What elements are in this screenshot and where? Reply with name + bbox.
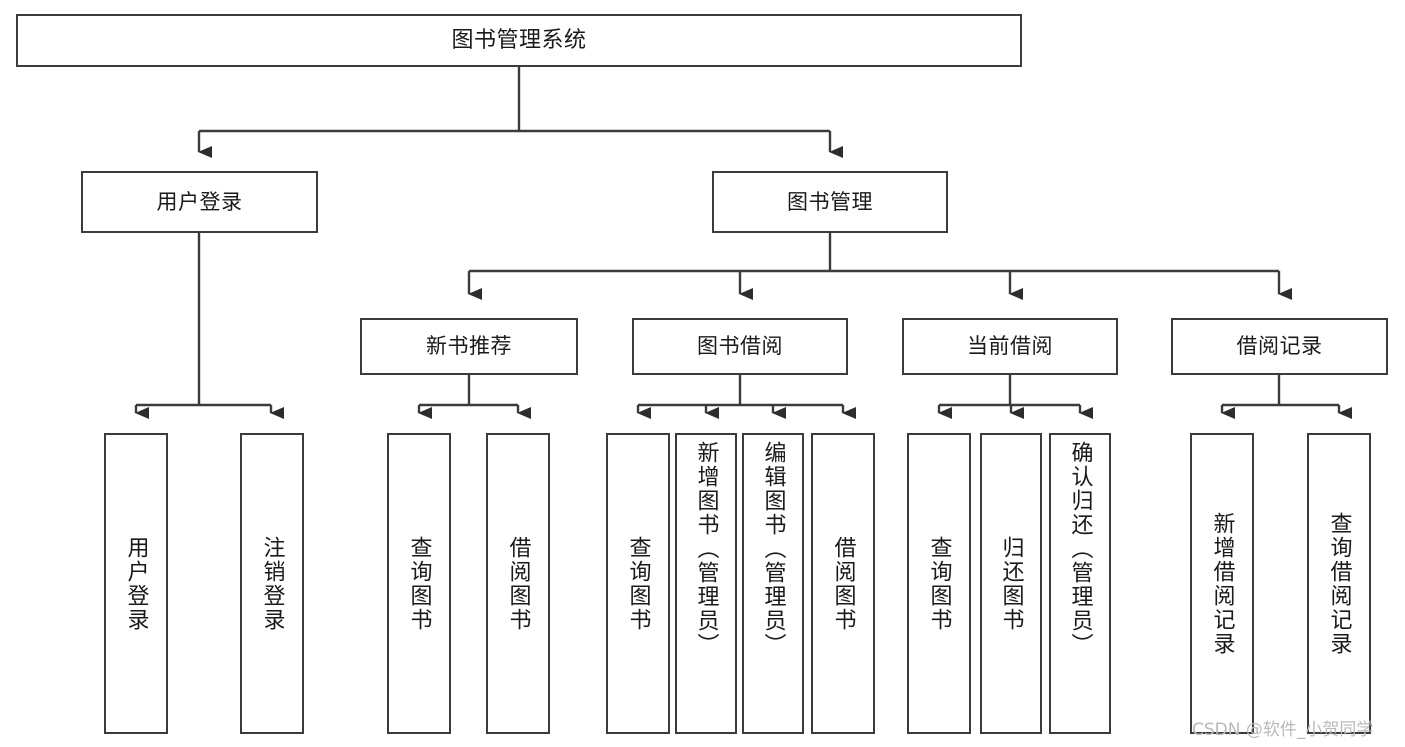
leaf-book-borrow-0-label: 查询图书 xyxy=(625,535,651,632)
leaf-current-borrow-1-label: 归还图书 xyxy=(998,535,1024,632)
leaf-new-book-1-label: 借阅图书 xyxy=(505,535,531,632)
node-root[interactable]: 图书管理系统 xyxy=(16,14,1022,67)
leaf-borrow-record-1-label: 查询借阅记录 xyxy=(1326,511,1352,656)
node-user-login-label: 用户登录 xyxy=(156,189,243,214)
node-current-borrow[interactable]: 当前借阅 xyxy=(902,318,1118,375)
leaf-current-borrow-0[interactable]: 查询图书 xyxy=(907,433,971,734)
node-borrow-record-label: 借阅记录 xyxy=(1236,334,1323,359)
leaf-new-book-1[interactable]: 借阅图书 xyxy=(486,433,550,734)
leaf-user-login-0-label: 用户登录 xyxy=(123,535,149,632)
node-book-manage[interactable]: 图书管理 xyxy=(712,171,948,233)
leaf-book-borrow-0[interactable]: 查询图书 xyxy=(606,433,670,734)
node-book-borrow[interactable]: 图书借阅 xyxy=(632,318,848,375)
node-root-label: 图书管理系统 xyxy=(451,27,587,53)
leaf-user-login-0[interactable]: 用户登录 xyxy=(104,433,168,734)
node-user-login[interactable]: 用户登录 xyxy=(81,171,318,233)
leaf-current-borrow-2-label: 确认归还（管理员） xyxy=(1067,441,1093,657)
node-borrow-record[interactable]: 借阅记录 xyxy=(1171,318,1388,375)
leaf-borrow-record-0-label: 新增借阅记录 xyxy=(1209,511,1235,656)
leaf-user-login-1[interactable]: 注销登录 xyxy=(240,433,304,734)
leaf-book-borrow-1[interactable]: 新增图书（管理员） xyxy=(675,433,737,734)
node-current-borrow-label: 当前借阅 xyxy=(967,334,1053,359)
leaf-borrow-record-1[interactable]: 查询借阅记录 xyxy=(1307,433,1371,734)
leaf-book-borrow-2[interactable]: 编辑图书（管理员） xyxy=(742,433,804,734)
leaf-user-login-1-label: 注销登录 xyxy=(259,535,285,632)
leaf-book-borrow-1-label: 新增图书（管理员） xyxy=(693,441,719,657)
leaf-book-borrow-2-label: 编辑图书（管理员） xyxy=(760,441,786,657)
node-book-borrow-label: 图书借阅 xyxy=(697,334,783,359)
node-book-manage-label: 图书管理 xyxy=(787,189,873,214)
leaf-current-borrow-2[interactable]: 确认归还（管理员） xyxy=(1049,433,1111,734)
node-new-book[interactable]: 新书推荐 xyxy=(360,318,578,375)
watermark-text: CSDN @软件_小贺同学 xyxy=(1192,720,1374,740)
node-new-book-label: 新书推荐 xyxy=(426,334,512,359)
leaf-book-borrow-3[interactable]: 借阅图书 xyxy=(811,433,875,734)
leaf-current-borrow-1[interactable]: 归还图书 xyxy=(980,433,1042,734)
leaf-new-book-0-label: 查询图书 xyxy=(406,535,432,632)
leaf-new-book-0[interactable]: 查询图书 xyxy=(387,433,451,734)
leaf-current-borrow-0-label: 查询图书 xyxy=(926,535,952,632)
leaf-book-borrow-3-label: 借阅图书 xyxy=(830,535,856,632)
leaf-borrow-record-0[interactable]: 新增借阅记录 xyxy=(1190,433,1254,734)
